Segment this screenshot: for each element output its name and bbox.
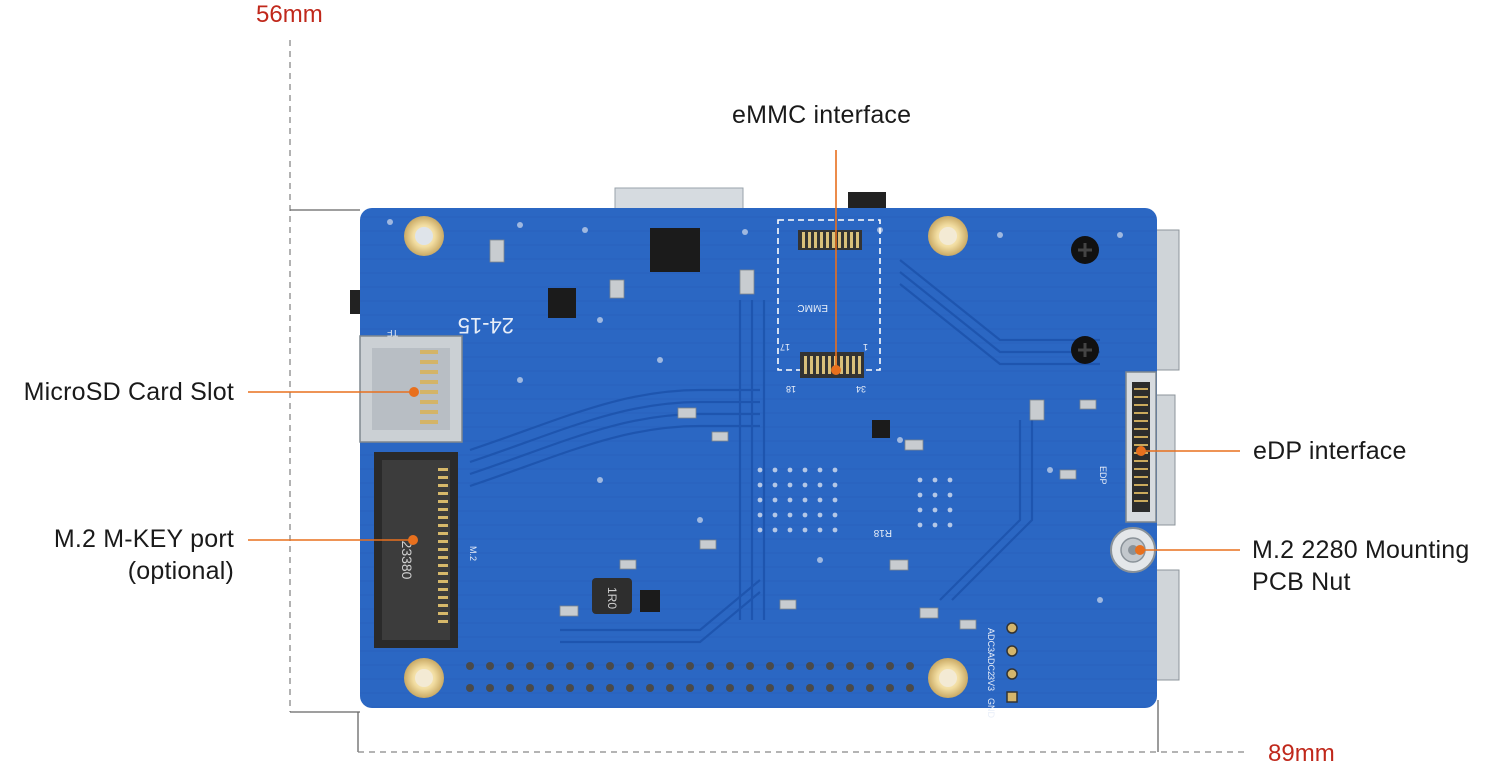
date-code: 24-15	[458, 313, 514, 338]
smd-components	[489, 239, 1097, 630]
edp-interface-label: eDP interface	[1253, 437, 1407, 465]
m2-slot: 23380	[374, 452, 458, 648]
leader-dots	[408, 365, 1146, 555]
silkscreen-text: 24-15 TF EMMC 17 1 18 34 EDP M.2 R18 ADC…	[387, 302, 1108, 719]
pin-18-mark: 18	[786, 384, 796, 394]
pin-17-mark: 17	[780, 342, 790, 352]
gpio-header-holes	[466, 662, 914, 692]
black-standoffs	[1071, 236, 1099, 364]
vias	[387, 219, 1123, 603]
r18-mark: R18	[873, 527, 892, 538]
pin-1-mark: 1	[863, 342, 868, 352]
m2-part-number: 23380	[399, 541, 415, 580]
m2-nut-label-line1: M.2 2280 Mounting	[1252, 536, 1470, 564]
microsd-slot-label: MicroSD Card Slot	[23, 378, 234, 406]
dimension-lines	[289, 40, 1245, 753]
adc2-mark: ADC2	[986, 652, 996, 676]
adc3-mark: ADC3	[986, 628, 996, 652]
adc-pads	[1006, 622, 1018, 703]
via-field	[757, 467, 953, 533]
leader-lines	[248, 150, 1240, 551]
emmc-area	[777, 219, 881, 378]
m2-mkey-optional-label: (optional)	[127, 557, 234, 585]
ic-chips	[548, 228, 890, 612]
edp-mark: EDP	[1098, 466, 1108, 485]
mounting-holes	[404, 216, 968, 698]
3v3-mark: 3V3	[986, 675, 996, 691]
dimension-width-label: 89mm	[1268, 740, 1335, 767]
gnd-mark: GND	[986, 698, 996, 719]
dimension-height-label: 56mm	[256, 1, 323, 28]
inductor-label: 1R0	[605, 587, 619, 609]
inductor: 1R0	[592, 578, 632, 614]
emmc-mark: EMMC	[797, 302, 828, 313]
m2-mkey-label: M.2 M-KEY port	[53, 525, 234, 553]
emmc-interface-label: eMMC interface	[732, 101, 912, 129]
tf-mark: TF	[387, 328, 398, 338]
m2-nut-label-line2: PCB Nut	[1252, 568, 1351, 596]
pin-34-mark: 34	[856, 384, 866, 394]
m2-mark: M.2	[468, 546, 478, 561]
pcb-board: 1R0	[359, 208, 1157, 719]
